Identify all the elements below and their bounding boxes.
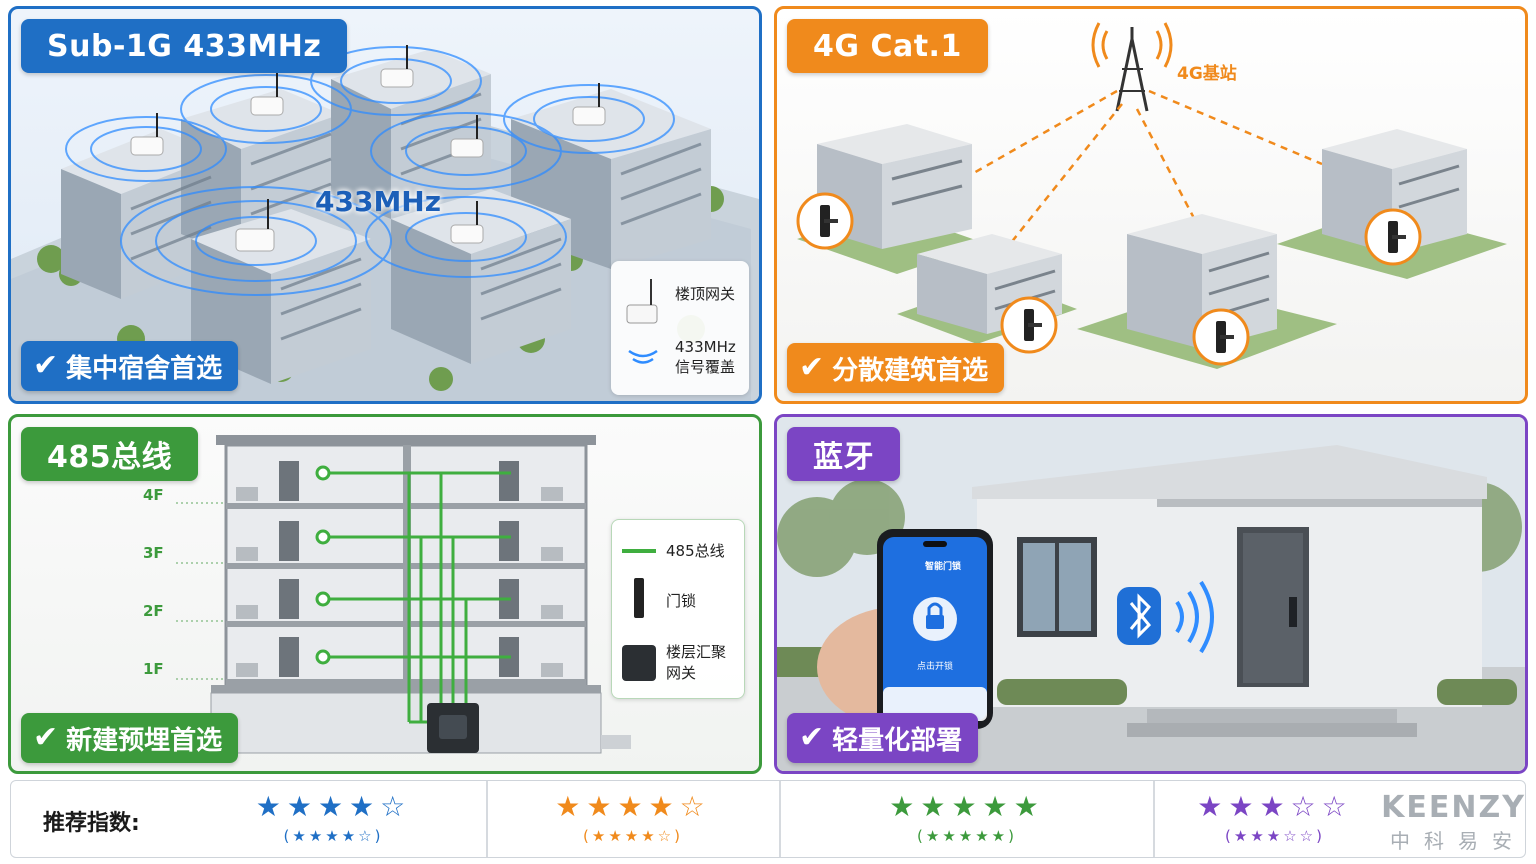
bluetooth-panel: 智能门锁 点击开锁 蓝牙 ✔ 轻量化部署: [774, 414, 1528, 774]
cat1-panel: 4G Cat.1 4G基站 ✔ 分散建筑首选: [774, 6, 1528, 404]
sub1g-frequency-label: 433MHz: [315, 185, 442, 218]
legend-gateway-line1: 楼层汇聚: [666, 643, 727, 661]
legend-lock-label: 门锁: [666, 591, 697, 610]
cat1-links: [971, 89, 1323, 255]
signal-wave-icon: [628, 349, 658, 364]
rating-bus485-stars: ★★★★★: [889, 790, 1045, 823]
cat1-pick-badge: ✔ 分散建筑首选: [787, 343, 1005, 393]
bluetooth-pick-badge: ✔ 轻量化部署: [787, 713, 979, 763]
rating-bluetooth-sub: (★★★☆☆): [1225, 827, 1325, 845]
bus-line-icon: [622, 548, 656, 553]
rating-cat1-sub: (★★★★☆): [583, 827, 683, 845]
bus485-pick-label: 新建预埋首选: [66, 725, 223, 756]
bus485-pick-badge: ✔ 新建预埋首选: [21, 713, 239, 763]
sub1g-panel: Sub-1G 433MHz 433MHz 楼顶网关 433MHz 信号覆盖 ✔ …: [8, 6, 762, 404]
bus485-legend: 485总线 门锁 楼层汇聚 网关: [611, 519, 745, 699]
brand-watermark: KEENZY 中科易安: [1381, 790, 1526, 854]
floor-label-1f: 1F: [143, 660, 164, 678]
door-lock-icon: [634, 578, 644, 618]
watermark-en: KEENZY: [1381, 790, 1526, 825]
bluetooth-house-illustration: [777, 417, 1525, 771]
rating-sub1g-sub: (★★★★☆): [283, 827, 384, 845]
legend-gateway-line2: 网关: [666, 664, 697, 682]
check-icon: ✔: [33, 720, 59, 755]
building-4: [1277, 129, 1507, 279]
legend-bus-label: 485总线: [666, 542, 725, 560]
rating-cat1-stars: ★★★★☆: [555, 790, 711, 823]
lock-callouts: [796, 192, 1422, 366]
building-3: [1077, 214, 1337, 369]
bus485-panel: 485总线 4F 3F 2F 1F 485总线 门锁 楼层汇聚 网关 ✔ 新建预…: [8, 414, 762, 774]
bluetooth-title-tab: 蓝牙: [787, 427, 900, 481]
sub1g-legend: 楼顶网关 433MHz 信号覆盖: [611, 261, 749, 395]
check-icon: ✔: [33, 348, 59, 383]
bus485-wiring: [329, 471, 511, 724]
smartphone: [817, 529, 993, 729]
rating-sub1g-stars: ★★★★☆: [255, 790, 412, 823]
rating-bluetooth: ★★★☆☆ (★★★☆☆): [1155, 781, 1395, 857]
rating-bus485: ★★★★★ (★★★★★): [781, 781, 1153, 857]
sub1g-pick-label: 集中宿舍首选: [66, 353, 223, 384]
rating-bus485-sub: (★★★★★): [917, 827, 1017, 845]
cat1-title-tab: 4G Cat.1: [787, 19, 988, 73]
floor-label-2f: 2F: [143, 602, 164, 620]
rooftop-gateways: [130, 45, 606, 252]
gateway-icon: [626, 279, 658, 324]
floor-gateway-box: [427, 703, 479, 753]
cat1-tower-label: 4G基站: [1177, 64, 1237, 84]
bluetooth-icon: [1117, 587, 1161, 645]
check-icon: ✔: [799, 350, 825, 385]
rating-cat1: ★★★★☆ (★★★★☆): [488, 781, 778, 857]
cat1-illustration: [796, 22, 1507, 369]
floor-label-3f: 3F: [143, 544, 164, 562]
sub1g-pick-badge: ✔ 集中宿舍首选: [21, 341, 239, 391]
bluetooth-title: 蓝牙: [813, 440, 874, 475]
cat1-pick-label: 分散建筑首选: [832, 355, 989, 386]
legend-signal-line1: 433MHz: [675, 338, 736, 356]
rating-sub1g: ★★★★☆ (★★★★☆): [181, 781, 486, 857]
floor-gateway-icon: [622, 645, 656, 681]
bus485-title-tab: 485总线: [21, 427, 199, 481]
phone-app-title: 智能门锁: [925, 562, 962, 572]
sub1g-title: Sub-1G 433MHz: [47, 28, 322, 64]
signal-rings: [65, 46, 675, 296]
cat1-title: 4G Cat.1: [813, 28, 962, 64]
bus485-building-section: [176, 435, 631, 754]
rating-bar: 推荐指数: ★★★★☆ (★★★★☆) ★★★★☆ (★★★★☆) ★★★★★ …: [10, 780, 1526, 858]
sub1g-title-tab: Sub-1G 433MHz: [21, 19, 348, 73]
phone-unlock-button[interactable]: 点击开锁: [917, 662, 954, 672]
check-icon: ✔: [799, 720, 825, 755]
rating-bluetooth-stars: ★★★☆☆: [1197, 790, 1353, 823]
bluetooth-waves: [1175, 580, 1214, 654]
floor-label-4f: 4F: [143, 486, 164, 504]
bluetooth-pick-label: 轻量化部署: [832, 725, 963, 756]
legend-gateway-label: 楼顶网关: [675, 284, 736, 303]
legend-signal-line2: 信号覆盖: [675, 358, 736, 376]
cell-tower-icon: [1091, 22, 1173, 112]
rating-label: 推荐指数:: [43, 811, 140, 836]
bus485-title: 485总线: [47, 440, 173, 475]
watermark-cn: 中科易安: [1390, 829, 1526, 853]
